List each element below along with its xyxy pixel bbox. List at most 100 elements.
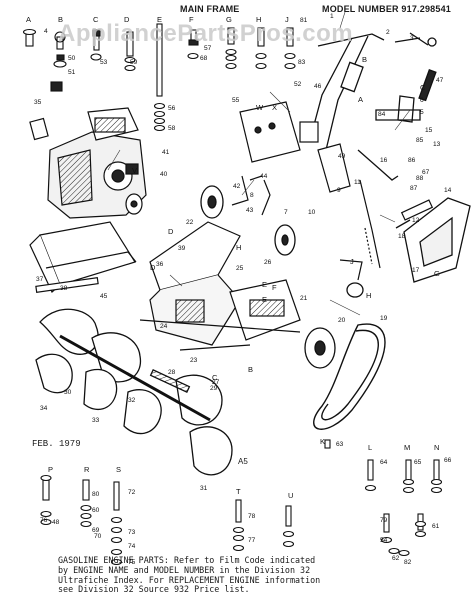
part-number-label: 32: [128, 397, 136, 404]
part-number-label: 40: [160, 171, 168, 178]
part-number-label: 86: [408, 157, 416, 164]
note-line: see Division 32 Source 932 Price list.: [58, 584, 250, 595]
part-number-label: 59: [130, 59, 138, 66]
key-letter: C: [93, 15, 99, 24]
key-letter: W: [256, 103, 264, 112]
part-number-label: 83: [298, 59, 306, 66]
part-number-label: 23: [190, 357, 198, 364]
part-number-label: 18: [398, 233, 406, 240]
key-letter: P: [48, 465, 53, 474]
part-number-label: 5: [420, 109, 424, 116]
part-number-label: 50: [68, 55, 76, 62]
part-number-label: 61: [432, 523, 440, 530]
part-number-label: 88: [416, 175, 424, 182]
part-number-label: 69: [92, 527, 100, 534]
part-number-label: 48: [52, 519, 60, 526]
key-letter: H: [366, 291, 371, 300]
part-number-label: 26: [264, 259, 272, 266]
key-letter: F: [272, 283, 277, 292]
tines: [35, 308, 233, 476]
key-letter: C: [420, 83, 426, 92]
part-number-label: 8: [250, 192, 254, 199]
part-number-label: 39: [178, 245, 186, 252]
part-number-label: 37: [36, 276, 44, 283]
part-number-label: 21: [300, 295, 308, 302]
part-number-label: 3: [410, 35, 414, 42]
part-number-label: 82: [404, 559, 412, 566]
part-number-label: 31: [200, 485, 208, 492]
key-letter: E: [262, 295, 267, 304]
key-letter: A: [358, 95, 363, 104]
part-number-label: 14: [444, 187, 452, 194]
frame-plates: [139, 101, 301, 351]
key-letter: M: [404, 443, 410, 452]
part-number-label: 24: [160, 323, 168, 330]
part-number-label: 55: [232, 97, 240, 104]
part-number-label: 87: [410, 185, 418, 192]
key-letter: B: [58, 15, 63, 24]
part-number-label: 67: [422, 169, 430, 176]
date-stamp: FEB. 1979: [32, 439, 81, 449]
engine: [29, 107, 147, 219]
engine-note: GASOLINE ENGINE PARTS: Refer to Film Cod…: [58, 555, 321, 595]
hardware-lower: [40, 439, 443, 566]
key-letter: L: [368, 443, 372, 452]
key-letter: S: [116, 465, 121, 474]
part-number-label: 81: [300, 17, 308, 24]
part-number-label: 6: [420, 97, 424, 104]
part-number-label: 49: [338, 153, 346, 160]
part-number-label: 10: [308, 209, 316, 216]
figure-code: A5: [238, 457, 248, 466]
key-letter: D: [124, 15, 130, 24]
key-letter: J: [350, 257, 354, 266]
part-number-label: 34: [40, 405, 48, 412]
belt-guard: [395, 197, 471, 283]
part-number-label: 12: [412, 217, 420, 224]
part-number-label: 73: [128, 529, 136, 536]
page-title: MAIN FRAME: [180, 4, 240, 14]
key-letter: G: [434, 269, 440, 278]
part-number-label: 52: [294, 81, 302, 88]
key-letter: E: [262, 280, 267, 289]
part-number-label: 43: [246, 207, 254, 214]
part-number-label: 72: [128, 489, 136, 496]
linkage-parts: [231, 121, 434, 281]
handle-assembly: [309, 32, 437, 181]
part-number-label: 33: [92, 417, 100, 424]
part-number-label: 79: [380, 517, 388, 524]
part-number-label: 4: [44, 28, 48, 35]
part-number-label: 20: [338, 317, 346, 324]
hardware-top-left: [22, 28, 136, 92]
part-number-label: 63: [336, 441, 344, 448]
wheels: [200, 185, 364, 369]
part-number-label: 47: [436, 77, 444, 84]
note-line: GASOLINE ENGINE PARTS: Refer to Film Cod…: [58, 555, 316, 565]
part-number-label: 60: [92, 507, 100, 514]
part-number-label: 28: [168, 369, 176, 376]
part-number-label: 68: [200, 55, 208, 62]
part-number-label: 56: [168, 105, 176, 112]
part-number-label: 36: [156, 261, 164, 268]
part-number-label: 19: [380, 315, 388, 322]
part-number-label: 44: [260, 173, 268, 180]
part-number-label: 22: [186, 219, 194, 226]
key-letter: G: [226, 15, 232, 24]
part-number-label: 62: [392, 555, 400, 562]
note-line: Ultrafiche Index. For REPLACEMENT ENGINE…: [58, 574, 321, 585]
key-letter: N: [434, 443, 439, 452]
part-number-label: 15: [425, 127, 433, 134]
model-number: MODEL NUMBER 917.298541: [322, 4, 451, 14]
part-number-label: 16: [380, 157, 388, 164]
part-number-label: 66: [444, 457, 452, 464]
part-number-label: 7: [284, 209, 288, 216]
key-letter: A: [26, 15, 31, 24]
key-letter: C: [212, 373, 218, 382]
part-number-label: 58: [168, 125, 176, 132]
key-letter: T: [236, 487, 241, 496]
part-number-label: 17: [412, 267, 420, 274]
key-letter: X: [272, 103, 277, 112]
part-number-label: 11: [354, 179, 361, 186]
part-number-label: 45: [100, 293, 108, 300]
